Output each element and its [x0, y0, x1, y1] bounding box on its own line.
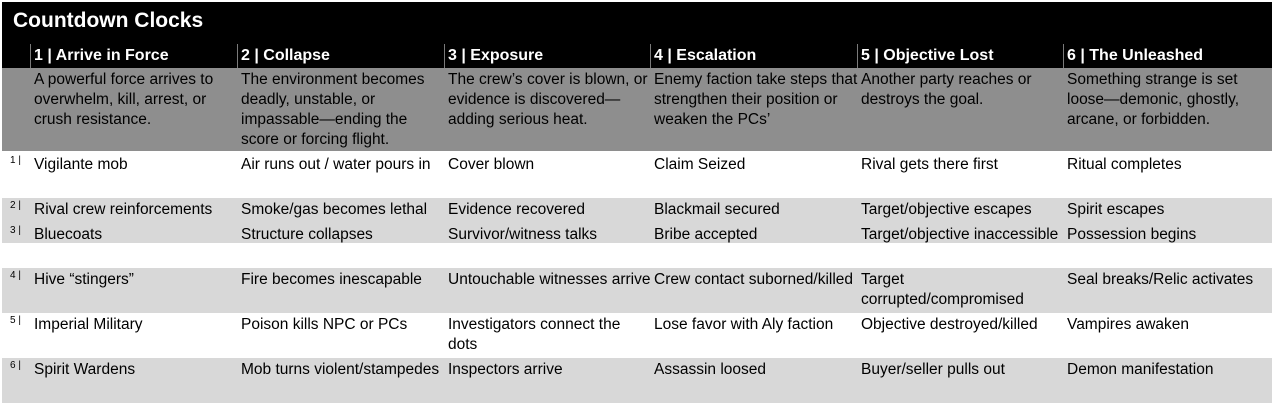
table-cell: Smoke/gas becomes lethal — [241, 201, 428, 218]
column-header-arrive-in-force: 1 | Arrive in Force — [34, 47, 169, 64]
row-index: 6 | — [10, 360, 21, 371]
column-header-the-unleashed: 6 | The Unleashed — [1067, 47, 1204, 64]
table-row: 5 | Imperial Military Poison kills NPC o… — [2, 313, 1272, 358]
column-header-collapse: 2 | Collapse — [241, 47, 330, 64]
row-index: 5 | — [10, 315, 21, 326]
table-cell: Imperial Military — [34, 316, 143, 333]
table-cell: Spirit escapes — [1067, 201, 1165, 218]
table-cell: Cover blown — [448, 156, 535, 173]
table-row: 6 | Spirit Wardens Mob turns violent/sta… — [2, 358, 1272, 403]
table-cell: Assassin loosed — [654, 361, 767, 378]
description-cell: A powerful force arrives to overwhelm, k… — [34, 71, 214, 128]
table-cell: Rival crew reinforcements — [34, 201, 213, 218]
row-index: 4 | — [10, 270, 21, 281]
table-row: 4 | Hive “stingers” Fire becomes inescap… — [2, 268, 1272, 313]
table-cell: Investigators connect the dots — [448, 316, 621, 353]
table-cell: Spirit Wardens — [34, 361, 136, 378]
table-cell: Bluecoats — [34, 226, 103, 243]
description-cell: Something strange is set loose—demonic, … — [1067, 71, 1240, 128]
page-title: Countdown Clocks — [13, 9, 204, 32]
table-cell: Inspectors arrive — [448, 361, 563, 378]
column-header-objective-lost: 5 | Objective Lost — [861, 47, 994, 64]
description-cell: The environment becomes deadly, unstable… — [241, 71, 425, 148]
table-cell: Untouchable witnesses arrive — [448, 271, 651, 288]
description-cell: Enemy faction take steps that strengthen… — [654, 71, 858, 128]
table-cell: Buyer/seller pulls out — [861, 361, 1005, 378]
table-cell: Blackmail secured — [654, 201, 780, 218]
table-cell: Claim Seized — [654, 156, 746, 173]
description-cell: The crew’s cover is blown, or evidence i… — [448, 71, 648, 128]
column-header-exposure: 3 | Exposure — [448, 47, 544, 64]
row-index: 1 | — [10, 155, 21, 166]
table-cell: Crew contact suborned/killed — [654, 271, 854, 288]
column-header-escalation: 4 | Escalation — [654, 47, 757, 64]
title-bar: Countdown Clocks 1 | Arrive in Force 2 |… — [2, 2, 1272, 68]
table-cell: Target/objective escapes — [861, 201, 1032, 218]
table-cell: Seal breaks/Relic activates — [1067, 271, 1254, 288]
table-cell: Ritual completes — [1067, 156, 1182, 173]
table-cell: Lose favor with Aly faction — [654, 316, 834, 333]
column-header-row: 1 | Arrive in Force 2 | Collapse 3 | Exp… — [2, 44, 1272, 68]
description-cell: Another party reaches or destroys the go… — [861, 71, 1032, 108]
description-row: A powerful force arrives to overwhelm, k… — [2, 68, 1272, 151]
table-cell: Demon manifestation — [1067, 361, 1214, 378]
table-cell: Target corrupted/compromised — [861, 271, 1024, 308]
table-cell: Structure collapses — [241, 226, 373, 243]
row-index: 3 | — [10, 225, 21, 236]
table-cell: Target/objective inaccessible — [861, 226, 1059, 243]
table-cell: Hive “stingers” — [34, 271, 134, 288]
row-index: 2 | — [10, 200, 21, 211]
table-row: 2 | Rival crew reinforcements Smoke/gas … — [2, 198, 1272, 243]
table-cell: Objective destroyed/killed — [861, 316, 1038, 333]
table-cell: Mob turns violent/stampedes — [241, 361, 440, 378]
table-cell: Poison kills NPC or PCs — [241, 316, 408, 333]
table-cell: Fire becomes inescapable — [241, 271, 422, 288]
table-cell: Vampires awaken — [1067, 316, 1190, 333]
table-cell: Evidence recovered — [448, 201, 585, 218]
table-row: 3 | Bluecoats Structure collapses Surviv… — [2, 223, 1272, 268]
table-cell: Air runs out / water pours in — [241, 156, 431, 173]
table-cell: Vigilante mob — [34, 156, 128, 173]
table-cell: Survivor/witness talks — [448, 226, 598, 243]
table-cell: Bribe accepted — [654, 226, 758, 243]
table-cell: Possession begins — [1067, 226, 1197, 243]
table-row: 1 | Vigilante mob Air runs out / water p… — [2, 153, 1272, 198]
table-cell: Rival gets there first — [861, 156, 998, 173]
